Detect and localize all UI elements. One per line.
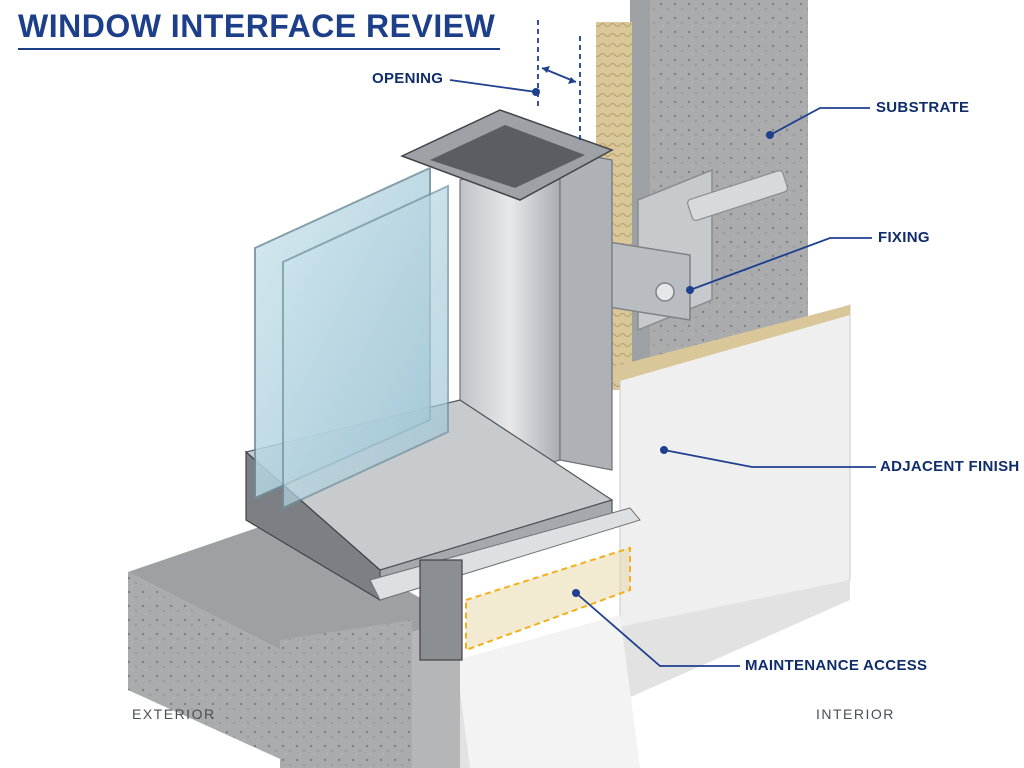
leader-fixing (689, 237, 872, 291)
glazing-unit (254, 166, 449, 510)
opening-dimension (537, 20, 581, 140)
leader-maintenance-access (575, 592, 740, 667)
leader-dots (532, 88, 774, 597)
side-label-interior: INTERIOR (816, 706, 895, 722)
leader-opening (449, 79, 537, 93)
callout-leaders (449, 79, 876, 667)
callout-opening: OPENING (372, 70, 444, 87)
callout-adjacent-finish: ADJACENT FINISH (880, 458, 1020, 475)
maintenance-access-zone (465, 546, 631, 652)
leader-adjacent-finish (663, 449, 876, 468)
callout-substrate: SUBSTRATE (876, 99, 970, 116)
title-underline (18, 48, 500, 50)
callout-fixing: FIXING (878, 229, 930, 246)
window-frame (244, 109, 641, 661)
diagram-title: WINDOW INTERFACE REVIEW (18, 8, 496, 44)
leader-substrate (769, 107, 870, 136)
side-label-exterior: EXTERIOR (132, 706, 216, 722)
callout-maintenance-access: MAINTENANCE ACCESS (745, 657, 928, 674)
interior-finish-panel (456, 304, 851, 768)
